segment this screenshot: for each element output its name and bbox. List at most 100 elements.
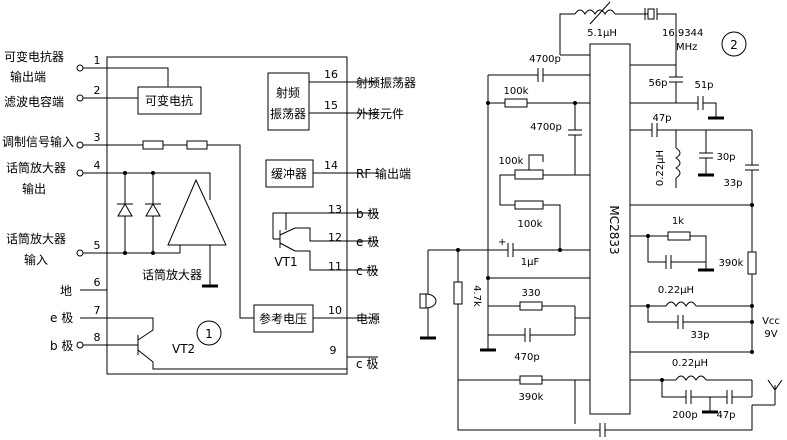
label-r-4-7k: 4.7k xyxy=(471,285,482,307)
pin-num-2: 2 xyxy=(94,84,101,97)
label-r-1k: 1k xyxy=(672,216,684,227)
pin-label-1: 可变电抗器 xyxy=(4,49,64,64)
label-c-47p-b: 47p xyxy=(716,410,735,421)
label-r-100k-b: 100k xyxy=(518,219,543,230)
diode-2 xyxy=(145,203,161,217)
pin-num-9: 9 xyxy=(330,344,337,357)
label-c-4700p-top: 4700p xyxy=(529,54,561,65)
resistor-100k-b xyxy=(514,200,544,210)
label-c-1uf: 1μF xyxy=(521,257,540,268)
label-crystal-unit: MHz xyxy=(676,42,697,53)
pin-label-3: 调制信号输入 xyxy=(2,134,74,149)
varactor-block xyxy=(137,86,202,115)
figure-2-marker xyxy=(721,31,747,57)
inductor-022-b xyxy=(665,301,697,307)
label-vcc-val: 9V xyxy=(764,329,777,340)
pin-label-8: b 极 xyxy=(50,339,73,353)
label-r-100k-a: 100k xyxy=(504,86,529,97)
resistor-330 xyxy=(519,301,543,311)
label-r-100k-pot: 100k xyxy=(499,156,524,167)
pin-num-1: 1 xyxy=(94,54,101,67)
pin-num-12: 12 xyxy=(328,231,342,244)
vt2-label: VT2 xyxy=(172,342,195,356)
pin-label-6: 地 xyxy=(60,284,72,298)
pin-label-12: e 极 xyxy=(356,235,379,249)
potentiometer-100k xyxy=(514,169,544,180)
label-l-top: 5.1μH xyxy=(587,28,617,39)
pin-num-6: 6 xyxy=(94,276,101,289)
pin-label-1b: 输出端 xyxy=(10,69,46,84)
pin-num-13: 13 xyxy=(328,203,342,216)
vt1-label: VT1 xyxy=(274,255,297,269)
buffer-label: 缓冲器 xyxy=(271,166,307,181)
label-c-4700p-mid: 4700p xyxy=(530,122,562,133)
label-vcc: Vcc xyxy=(762,316,780,327)
mic-amp-triangle xyxy=(167,178,227,246)
pin-label-14: RF 输出端 xyxy=(356,166,411,181)
pin-label-16: 射频振荡器 xyxy=(356,75,416,90)
ref-voltage-block xyxy=(253,304,314,333)
label-c-30p: 30p xyxy=(716,152,735,163)
label-c-47p-a: 47p xyxy=(652,113,671,124)
pin-label-2: 滤波电容端 xyxy=(4,94,64,109)
mc2833-ic xyxy=(589,43,631,415)
figure-1-marker xyxy=(196,320,222,346)
ic-label: MC2833 xyxy=(607,205,621,254)
label-r-330: 330 xyxy=(521,288,540,299)
diode-1 xyxy=(117,203,133,217)
pin-label-15: 外接元件 xyxy=(356,106,404,121)
pin-num-16: 16 xyxy=(324,68,338,81)
inductor-022-a xyxy=(675,147,681,179)
plus-sign: + xyxy=(498,237,506,248)
pin-label-9: c 极 xyxy=(356,357,378,371)
pin-label-4b: 输出 xyxy=(22,181,46,196)
pin-label-5b: 输入 xyxy=(24,252,48,267)
pin-num-10: 10 xyxy=(328,304,342,317)
label-c-200p: 200p xyxy=(672,410,697,421)
right-pins xyxy=(347,81,378,358)
resistor-1k xyxy=(667,231,691,241)
label-l-022-a: 0.22μH xyxy=(655,150,666,186)
label-c-33p-b: 33p xyxy=(690,330,709,341)
figure-2-label: 2 xyxy=(730,38,738,52)
pin-num-11: 11 xyxy=(328,260,342,273)
buffer-block xyxy=(265,159,314,188)
label-c-51p: 51p xyxy=(694,80,713,91)
resistor-390k-a xyxy=(747,251,757,275)
label-crystal: 16.9344 xyxy=(662,28,703,39)
pin-num-5: 5 xyxy=(94,239,101,252)
pin-num-3: 3 xyxy=(94,131,101,144)
label-c-56p: 56p xyxy=(648,78,667,89)
pin-label-7: e 极 xyxy=(50,311,73,325)
pin-num-14: 14 xyxy=(324,159,338,172)
label-c-33p-a: 33p xyxy=(723,178,742,189)
ic-outline xyxy=(106,56,348,375)
ic-block-diagram: 1 2 3 4 5 6 7 8 16 15 14 13 12 11 10 9 可… xyxy=(2,49,416,375)
microphone-icon xyxy=(419,293,427,309)
pin-num-8: 8 xyxy=(94,331,101,344)
resistor-390k-b xyxy=(519,375,543,385)
resistor-100k-a xyxy=(504,98,528,108)
pin-label-10: 电源 xyxy=(356,312,380,326)
application-circuit: MC2833 5.1μH 16.9344 MHz 4700p 100k 4700… xyxy=(419,1,783,437)
figure-1-label: 1 xyxy=(205,327,213,341)
pin-num-7: 7 xyxy=(94,304,101,317)
rf-osc-label-2: 振荡器 xyxy=(270,107,306,121)
label-r-390k-a: 390k xyxy=(719,258,744,269)
left-pins xyxy=(76,64,107,349)
ref-voltage-label: 参考电压 xyxy=(259,311,307,326)
label-l-022-b: 0.22μH xyxy=(658,285,694,296)
pin-label-4: 话筒放大器 xyxy=(6,160,66,175)
pin-num-15: 15 xyxy=(324,99,338,112)
pin-num-4: 4 xyxy=(94,159,101,172)
crystal xyxy=(647,8,655,20)
label-r-390k-b: 390k xyxy=(519,392,544,403)
resistor-4-7k xyxy=(453,281,463,305)
pin-label-11: c 极 xyxy=(356,264,378,278)
mic-amp-label: 话筒放大器 xyxy=(142,267,202,282)
varactor-label: 可变电抗 xyxy=(145,93,193,108)
inductor-022-c xyxy=(675,375,707,381)
rf-osc-block xyxy=(267,72,310,131)
pin-label-5: 话筒放大器 xyxy=(6,231,66,246)
inductor-top xyxy=(574,9,616,15)
